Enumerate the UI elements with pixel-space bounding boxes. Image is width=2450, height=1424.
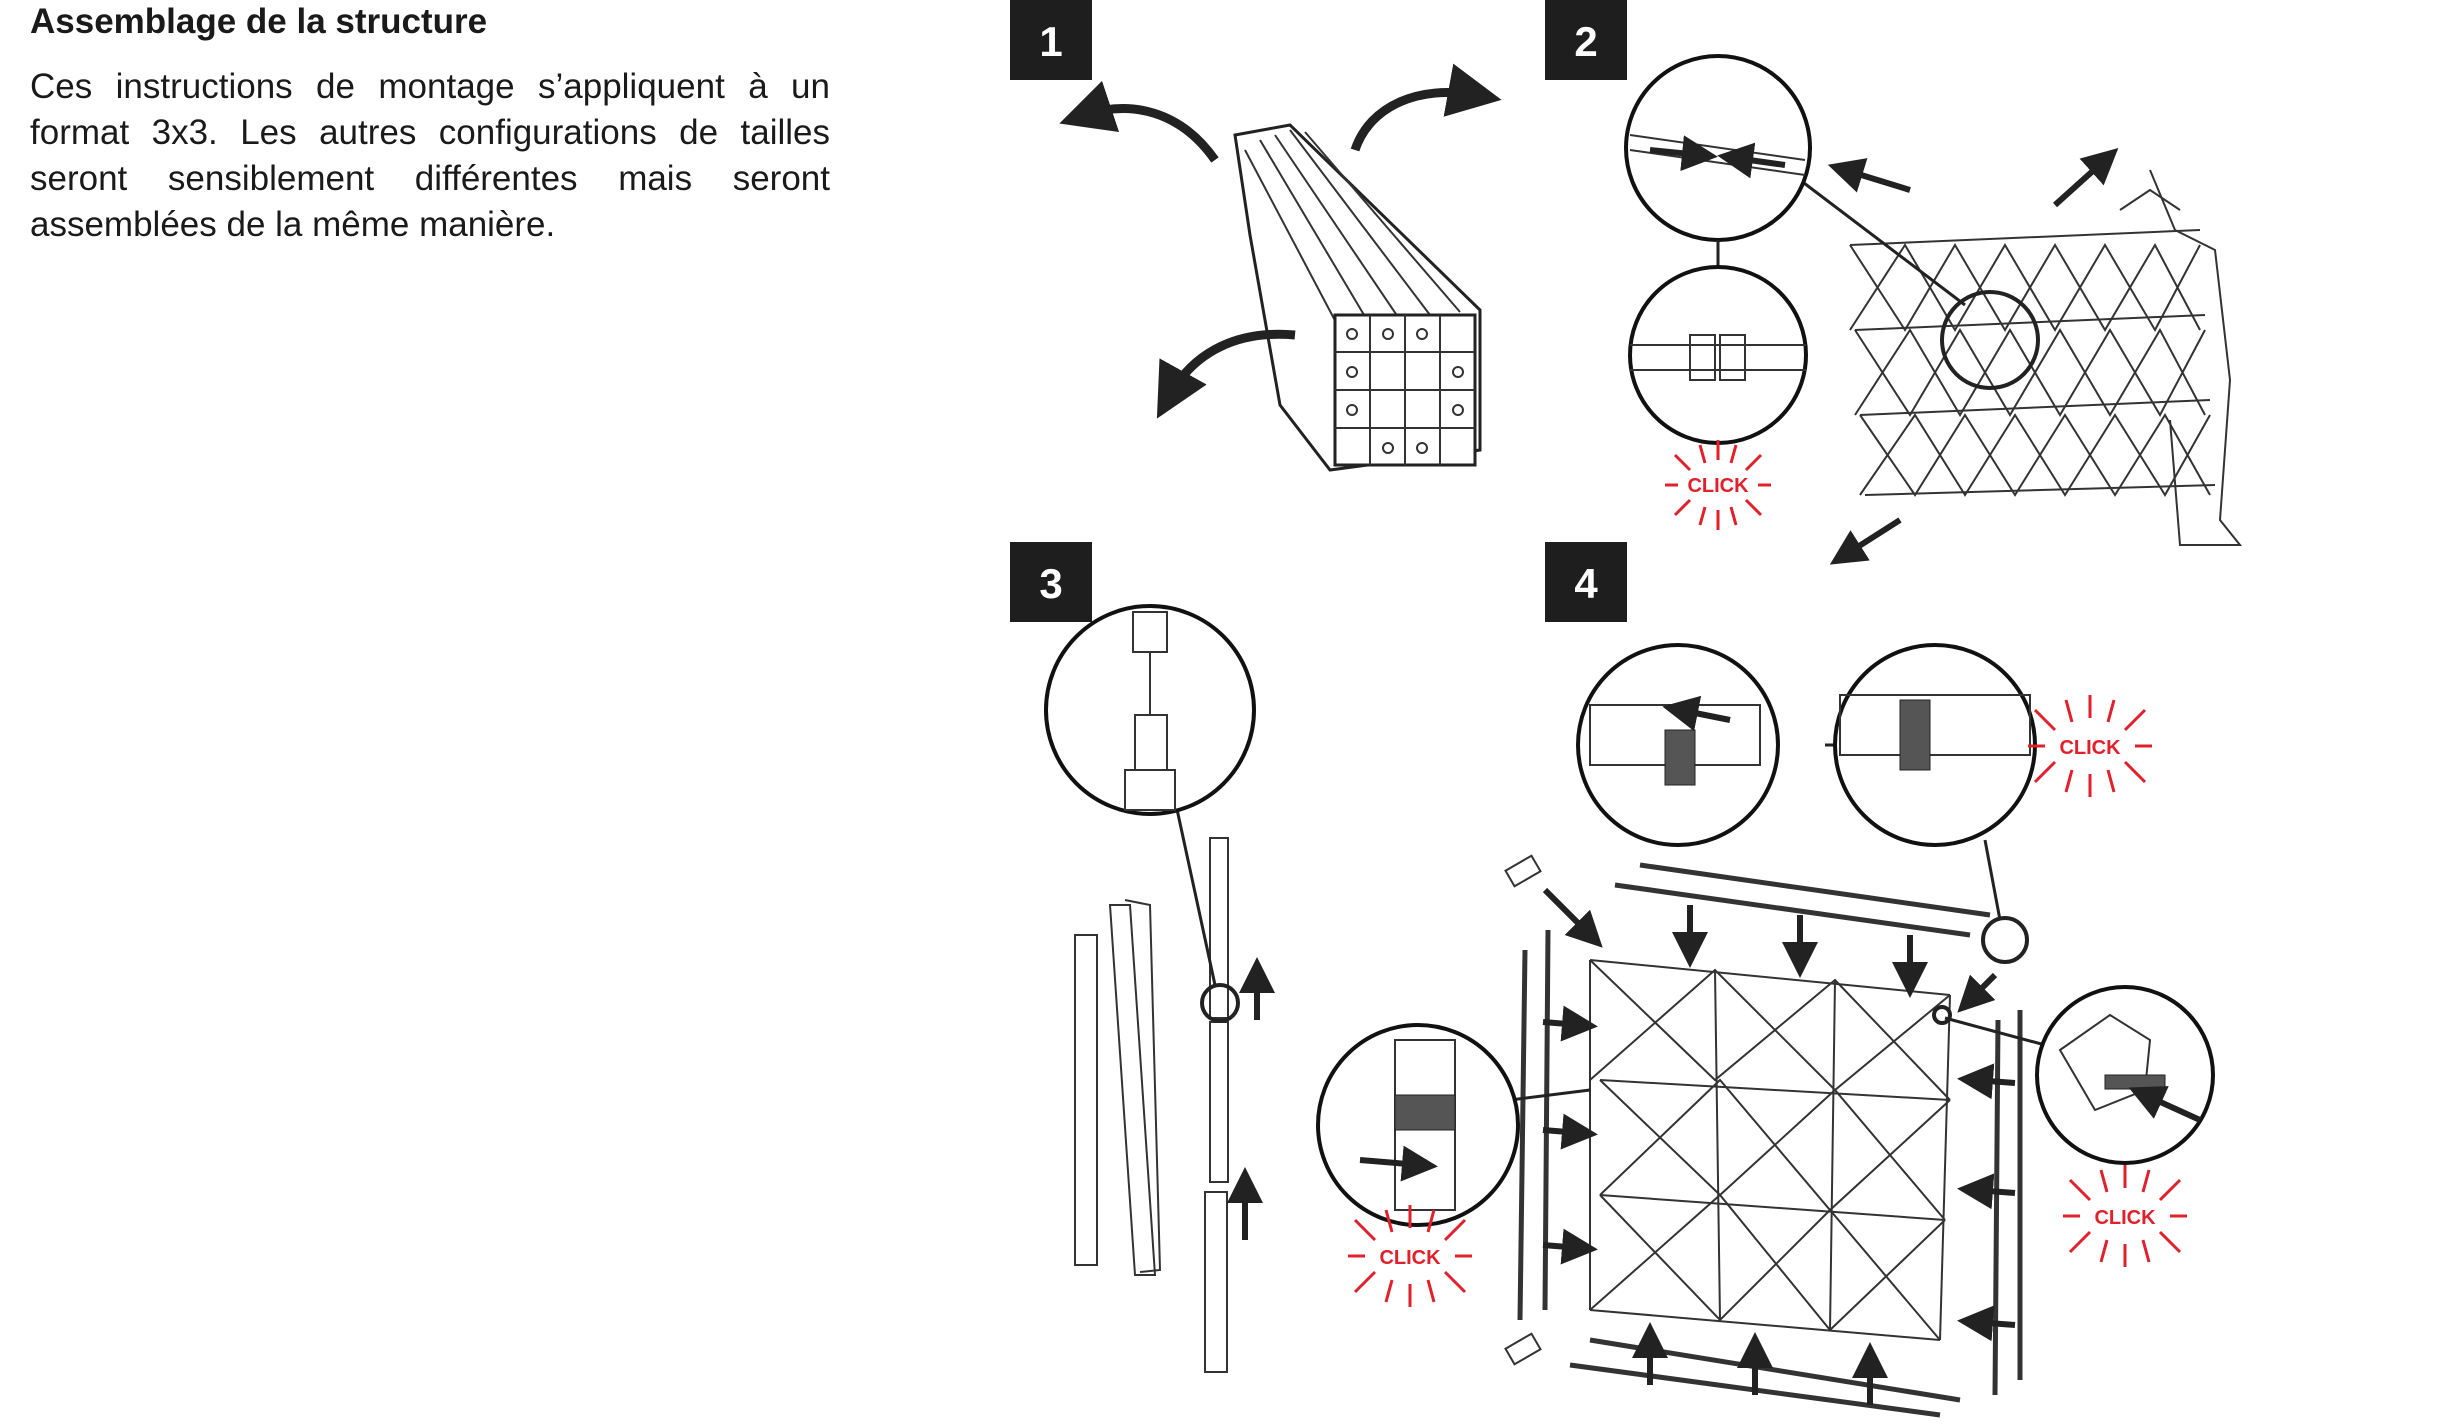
step-1-badge [1010, 0, 1092, 80]
diagonal-arrow-icon [1542, 887, 1603, 948]
step-2-badge [1545, 0, 1627, 80]
scissor-frame-icon [1849, 169, 2243, 546]
click-label: CLICK [2059, 737, 2121, 759]
right-arrow-icon [1542, 1113, 1598, 1150]
click-burst-icon: CLICK [2063, 1165, 2187, 1267]
frame-grid-icon [1589, 959, 1951, 1341]
right-arrow-icon [1542, 1005, 1598, 1042]
folded-frame-icon [1233, 123, 1482, 472]
detail-ring [1200, 983, 1240, 1023]
click-burst-icon: CLICK [1348, 1205, 1472, 1307]
click-burst-icon: CLICK [1665, 440, 1771, 530]
section-title: Assemblage de la structure [30, 2, 488, 41]
pole-segments-icon [1204, 837, 1229, 1373]
magnifier-lens [1628, 265, 1808, 445]
step-2-figure: 2 [1545, 0, 2243, 565]
click-burst-icon: CLICK [2028, 695, 2152, 797]
step-4-number: 4 [1574, 560, 1598, 607]
step-1-figure: 1 [1010, 0, 1502, 472]
right-arrow-icon [1542, 1228, 1598, 1265]
detail-ring [1940, 290, 2040, 390]
detail-ring [1981, 916, 2029, 964]
diagonal-arrow-icon [1957, 972, 1998, 1013]
click-label: CLICK [1379, 1247, 1441, 1269]
left-arrow-icon [1957, 1305, 2016, 1342]
step-3-figure: 3 [1010, 542, 1275, 1373]
detail-ring [1932, 1005, 1952, 1025]
step-4-figure: 4 [1316, 542, 2215, 1418]
left-arrow-icon [1957, 1063, 2016, 1100]
step-1-number: 1 [1039, 18, 1062, 65]
step-3-badge [1010, 542, 1092, 622]
curved-arrow-icon [1059, 80, 1219, 163]
folded-pole-icon [1074, 899, 1162, 1276]
click-label: CLICK [2094, 1207, 2156, 1229]
click-label: CLICK [1687, 475, 1749, 497]
curved-arrow-icon [1156, 329, 1296, 419]
step-4-badge [1545, 542, 1627, 622]
magnifier-lens [1833, 643, 2037, 847]
left-arrow-icon [1957, 1173, 2016, 1210]
curved-arrow-icon [1350, 63, 1502, 152]
step-2-number: 2 [1574, 18, 1597, 65]
step-3-number: 3 [1039, 560, 1062, 607]
instructions-paragraph: Ces instructions de montage s’appliquent… [30, 67, 830, 244]
